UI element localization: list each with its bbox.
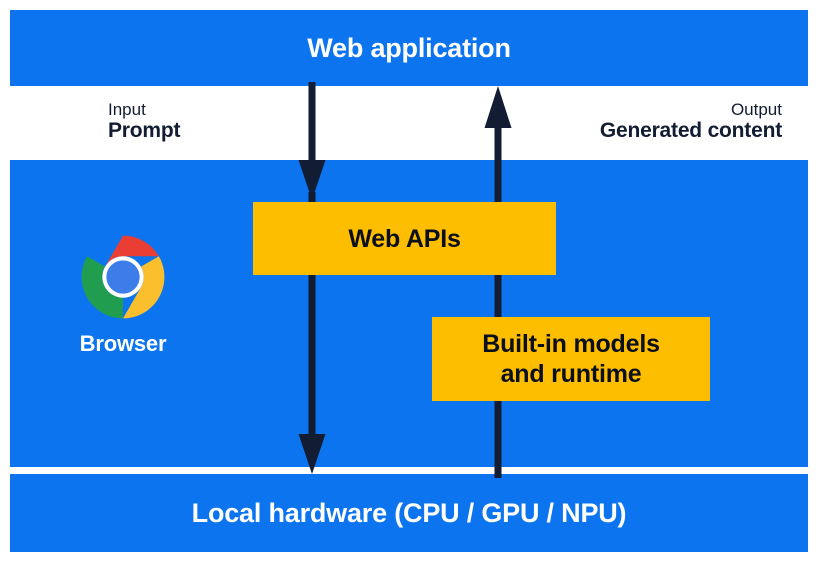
output-label-group: Output Generated content — [600, 100, 782, 143]
layer-web-application: Web application — [10, 10, 808, 86]
builtin-models-line2: and runtime — [500, 360, 642, 388]
web-application-label: Web application — [307, 33, 511, 63]
input-value-label: Prompt — [108, 119, 181, 143]
local-hardware-label: Local hardware (CPU / GPU / NPU) — [191, 498, 627, 528]
web-apis-label: Web APIs — [348, 224, 461, 253]
output-value-label: Generated content — [599, 119, 782, 143]
browser-caption-label: Browser — [79, 331, 167, 356]
box-web-apis[interactable]: Web APIs — [253, 202, 556, 275]
chrome-logo-icon — [81, 235, 165, 319]
builtin-models-label: Built-in models and runtime — [482, 329, 660, 389]
layer-local-hardware: Local hardware (CPU / GPU / NPU) — [10, 474, 808, 552]
box-builtin-models[interactable]: Built-in models and runtime — [432, 317, 710, 401]
arrow-down-icon — [298, 82, 326, 474]
output-kind-label: Output — [730, 100, 782, 119]
arrow-up-icon — [484, 86, 512, 478]
input-kind-label: Input — [108, 100, 146, 119]
builtin-models-line1: Built-in models — [482, 330, 660, 358]
input-label-group: Input Prompt — [108, 100, 181, 143]
browser-figure: Browser — [63, 232, 183, 357]
